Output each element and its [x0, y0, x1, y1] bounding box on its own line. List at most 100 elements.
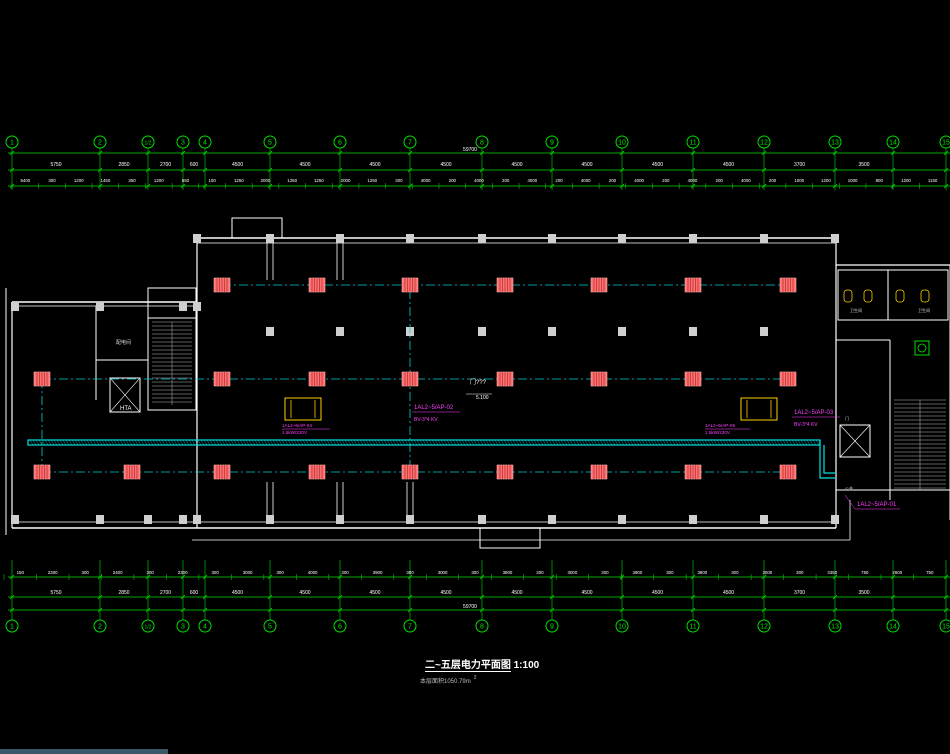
cable-tray-hatch: [449, 439, 454, 446]
cable-tray-hatch: [746, 439, 751, 446]
power-panel: [33, 371, 51, 387]
cable-tray-hatch: [527, 439, 532, 446]
dim-top-row2: 200: [555, 178, 563, 183]
label-feeder-b-spec: BV-3*4 KV: [794, 422, 818, 428]
cable-tray-hatch: [782, 439, 787, 446]
cable-tray-hatch: [734, 439, 739, 446]
cable-tray-hatch: [770, 439, 775, 446]
cable-tray-hatch: [539, 439, 544, 446]
cable-tray-hatch: [581, 439, 586, 446]
axis-label-top: 8: [480, 140, 484, 147]
power-panel: [496, 277, 514, 293]
cable-tray-hatch: [92, 439, 97, 446]
cable-tray-hatch: [230, 439, 235, 446]
cable-tray-hatch: [206, 439, 211, 446]
cable-tray-hatch: [314, 439, 319, 446]
column: [11, 515, 19, 524]
cable-tray-hatch: [167, 439, 172, 446]
cable-tray-hatch: [116, 439, 121, 446]
cable-tray-hatch: [458, 439, 463, 446]
dim-top-row2: 2000: [341, 178, 351, 183]
dim-tick: [690, 607, 696, 613]
cable-tray-hatch: [758, 439, 763, 446]
cable-tray-hatch: [119, 439, 124, 446]
cable-tray-hatch: [155, 439, 160, 446]
cable-tray-elbow-inner: [823, 445, 836, 474]
dim-tick: [267, 183, 273, 189]
toilet-fixture: [895, 289, 905, 303]
cable-tray-hatch: [122, 439, 127, 446]
cable-tray-hatch: [440, 439, 445, 446]
dim-tick: [943, 574, 949, 580]
cable-tray-hatch: [38, 439, 43, 446]
cable-tray-hatch: [671, 439, 676, 446]
dim-bottom-row0: 300: [601, 570, 609, 575]
cable-tray-hatch: [680, 439, 685, 446]
dim-bottom-row1: 600: [190, 590, 199, 596]
wall-bottom-bump: [479, 527, 541, 549]
dim-tick: [890, 594, 896, 600]
dim-tick: [549, 574, 555, 580]
axis-label-bottom: 6: [338, 624, 342, 631]
dim-top-row2: 350: [128, 178, 136, 183]
cable-tray-hatch: [302, 439, 307, 446]
dim-tick: [337, 150, 343, 156]
column: [478, 327, 486, 336]
cable-tray-hatch: [695, 439, 700, 446]
dim-tick: [97, 594, 103, 600]
cable-tray-hatch: [29, 439, 34, 446]
cable-tray-hatch: [323, 439, 328, 446]
dim-top-row2: 1200: [821, 178, 831, 183]
dim-tick: [832, 574, 838, 580]
dim-top-row2: 100: [208, 178, 216, 183]
cable-tray-hatch: [749, 439, 754, 446]
cable-tray-hatch: [557, 439, 562, 446]
dim-tick: [479, 167, 485, 173]
cable-tray-hatch: [191, 439, 196, 446]
command-bar[interactable]: [0, 749, 168, 754]
cable-tray-hatch: [350, 439, 355, 446]
label-panel-b: 1AL2~5/AP-05: [705, 423, 735, 428]
cable-tray-hatch: [767, 439, 772, 446]
dim-top-row2: 800: [876, 178, 884, 183]
wall-stairwell: [147, 317, 197, 411]
column: [548, 234, 556, 243]
dim-top-row2: 300: [48, 178, 56, 183]
label-feeder-c-leader: [844, 494, 856, 510]
cable-tray-hatch: [647, 439, 652, 446]
cable-tray-hatch: [107, 439, 112, 446]
cable-tray-hatch: [236, 439, 241, 446]
cable-tray-hatch: [710, 439, 715, 446]
cable-tray-hatch: [80, 439, 85, 446]
dim-tick: [180, 183, 186, 189]
cable-tray-hatch: [656, 439, 661, 446]
label-feeder-a-spec: BV-3*4 KV: [414, 417, 438, 423]
dim-top-row2: 1450: [101, 178, 111, 183]
cable-tray-hatch: [344, 439, 349, 446]
cable-tray-hatch: [95, 439, 100, 446]
column: [11, 302, 19, 311]
cable-tray-hatch: [140, 439, 145, 446]
cable-tray-hatch: [137, 439, 142, 446]
dim-tick: [890, 574, 896, 580]
cable-tray-hatch: [398, 439, 403, 446]
cable-tray-hatch: [677, 439, 682, 446]
dim-top-row1: 4500: [723, 162, 734, 168]
cable-tray-hatch: [359, 439, 364, 446]
axis-label-top: 7: [408, 140, 412, 147]
label-elevator-left: HTA: [120, 406, 132, 412]
elevator-x2: [109, 377, 141, 413]
cable-tray-hatch: [644, 439, 649, 446]
cable-tray-hatch: [800, 439, 805, 446]
cable-tray-hatch: [692, 439, 697, 446]
dimension-lines-group: 5970059700575057502850285027002700600600…: [3, 147, 950, 613]
cable-tray-hatch: [44, 439, 49, 446]
cable-tray-hatch: [134, 439, 139, 446]
dim-top-row2: 1200: [901, 178, 911, 183]
dim-top-row1: 3700: [794, 162, 805, 168]
cable-tray-hatch: [764, 439, 769, 446]
cable-tray-hatch: [518, 439, 523, 446]
cable-tray-hatch: [383, 439, 388, 446]
cable-tray-hatch: [311, 439, 316, 446]
cable-tray-hatch: [218, 439, 223, 446]
